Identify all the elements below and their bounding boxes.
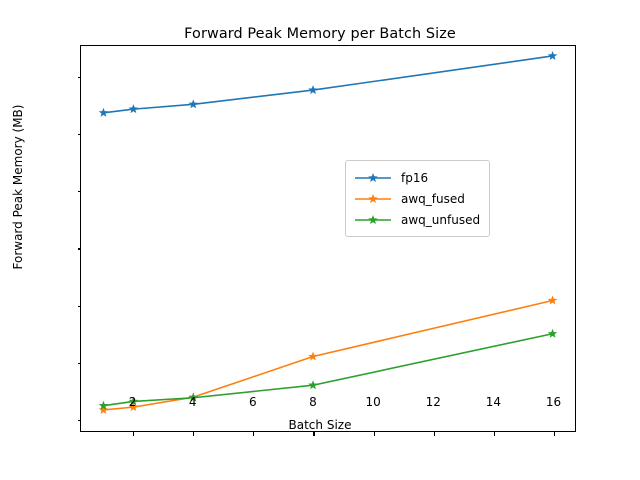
data-point-marker [188, 99, 199, 109]
data-point-marker [308, 351, 318, 361]
y-tick-mark [77, 191, 81, 193]
legend-swatch-icon [354, 170, 392, 186]
plot-area [77, 45, 576, 436]
x-tick-mark [433, 432, 435, 436]
series-line [102, 55, 554, 114]
x-tick-mark [253, 432, 255, 436]
x-tick-mark [553, 432, 556, 436]
data-point-marker [128, 104, 139, 114]
data-point-marker [547, 295, 558, 305]
y-tick-mark [77, 362, 81, 364]
data-point-marker [547, 50, 558, 60]
chart-legend: fp16 awq_fused awq_unfused [345, 160, 491, 237]
legend-item-awq_unfused[interactable]: awq_unfused [354, 209, 480, 230]
y-tick-mark [77, 248, 81, 250]
x-tick-mark [193, 432, 195, 436]
legend-item-awq_fused[interactable]: awq_fused [354, 188, 480, 209]
data-point-marker [98, 404, 109, 414]
data-point-marker [547, 328, 558, 338]
x-tick-label: 12 [425, 395, 441, 409]
series-awq_unfused [98, 328, 558, 410]
x-axis-label: Batch Size [288, 418, 352, 432]
chart-title: Forward Peak Memory per Batch Size [184, 26, 456, 42]
x-tick-mark [493, 432, 495, 436]
data-point-marker [308, 85, 318, 95]
x-tick-label: 14 [485, 395, 501, 409]
x-tick-label: 16 [545, 395, 562, 409]
series-line [102, 299, 554, 411]
legend-label: awq_fused [401, 191, 465, 206]
legend-swatch-icon [354, 212, 392, 228]
y-tick-mark [77, 419, 81, 422]
y-tick-mark [77, 305, 81, 307]
x-tick-label: 6 [249, 395, 257, 409]
x-tick-label: 4 [188, 395, 197, 409]
legend-swatch-icon [354, 191, 392, 207]
series-fp16 [98, 50, 558, 117]
data-point-marker [188, 392, 199, 402]
data-point-marker [128, 402, 139, 412]
x-tick-mark [313, 432, 315, 436]
legend-label: fp16 [401, 170, 429, 185]
x-tick-label: 10 [365, 395, 381, 409]
data-point-marker [98, 107, 109, 117]
x-tick-mark [133, 432, 135, 436]
legend-item-fp16[interactable]: fp16 [354, 167, 480, 188]
legend-label: awq_unfused [401, 212, 481, 227]
plot-lines [98, 50, 558, 414]
data-point-marker [98, 400, 109, 410]
data-point-marker [308, 380, 318, 390]
x-tick-label: 2 [128, 395, 137, 409]
y-tick-mark [77, 76, 81, 79]
x-tick-mark [373, 432, 375, 436]
y-axis-label: Forward Peak Memory (MB) [11, 104, 25, 270]
y-tick-mark [77, 134, 81, 136]
data-point-marker [128, 396, 139, 406]
x-tick-label: 8 [309, 395, 317, 409]
